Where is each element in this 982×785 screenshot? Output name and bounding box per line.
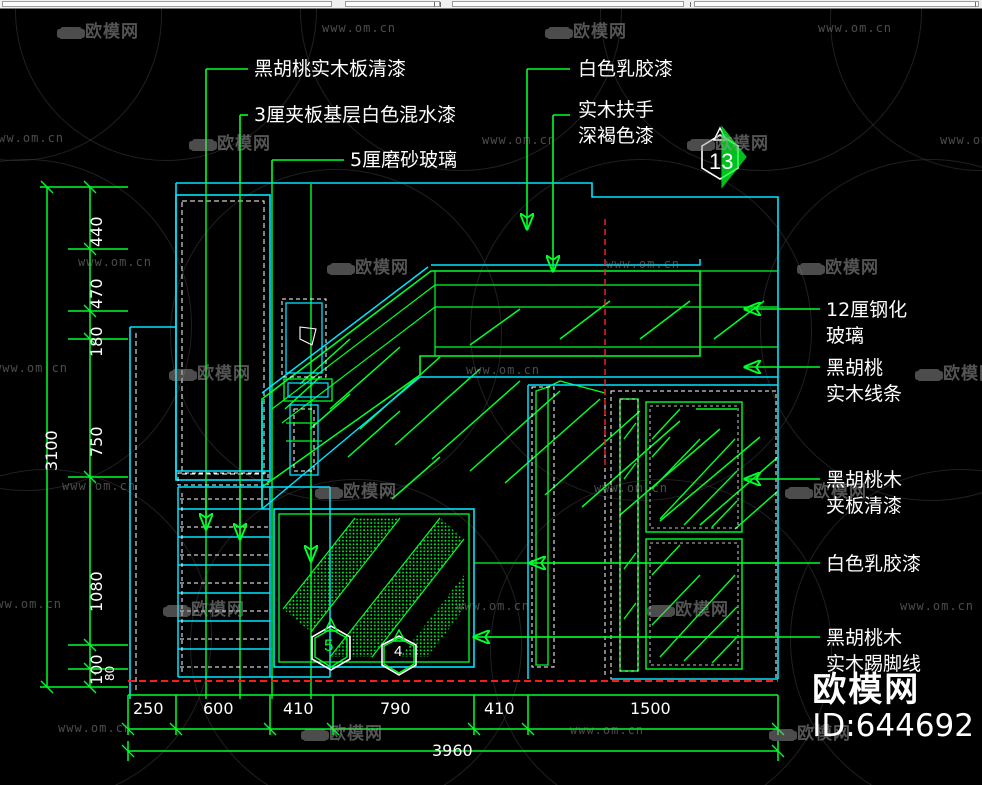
toolbar-tick-c — [690, 2, 691, 7]
dim-v-470: 470 — [87, 278, 106, 309]
annotation-5mm-frosted-glass: 5厘磨砂玻璃 — [350, 149, 458, 171]
dim-v-440: 440 — [87, 216, 106, 247]
toolbar-tick-d — [975, 2, 976, 7]
logo-id: ID:644692 — [812, 708, 974, 744]
dim-h-1500: 1500 — [630, 699, 671, 718]
toolbar-tick-b — [440, 2, 441, 7]
watermark-logo-block: 欧模网 ID:644692 — [812, 671, 974, 743]
cad-geometry — [40, 68, 820, 761]
annotation-white-latex-right: 白色乳胶漆 — [826, 553, 922, 575]
dim-v-180: 180 — [87, 326, 106, 357]
drawing-canvas[interactable]: 欧模网 www.om.cn 欧模网 www.om.cn www.om.cn 欧模… — [0, 9, 982, 785]
toolbar-segment-1[interactable] — [2, 1, 332, 7]
annotation-handrail-dark-brown: 实木扶手 深褐色漆 — [578, 99, 655, 147]
toolbar-segment-3[interactable] — [452, 1, 684, 7]
dim-h-410: 410 — [283, 699, 314, 718]
dim-v-750: 750 — [87, 426, 106, 457]
dim-h-600: 600 — [203, 699, 234, 718]
toolbar-segment-4[interactable] — [694, 1, 979, 7]
dim-v-1080: 1080 — [87, 571, 106, 612]
dim-h-250: 250 — [133, 699, 164, 718]
annotation-walnut-moulding: 黑胡桃 实木线条 — [826, 357, 903, 405]
toolbar-segment-2[interactable] — [345, 1, 440, 7]
annotation-3mm-ply-white: 3厘夹板基层白色混水漆 — [254, 104, 457, 126]
annotation-white-latex-top: 白色乳胶漆 — [578, 58, 674, 80]
dim-h-790: 790 — [380, 699, 411, 718]
detail-marker-lower-left[interactable]: 5 — [324, 636, 334, 655]
dim-v-80: 80 — [103, 665, 117, 681]
logo-brand: 欧模网 — [812, 671, 921, 709]
detail-marker-lower-right[interactable]: 4 — [394, 643, 403, 660]
annotation-walnut-solid-clear: 黑胡桃实木板清漆 — [254, 58, 407, 80]
detail-marker-13[interactable]: 13 — [709, 149, 734, 174]
window-toolbar-strip[interactable] — [0, 0, 982, 9]
annotation-walnut-ply-clear: 黑胡桃木 夹板清漆 — [826, 469, 903, 517]
toolbar-tick-a — [434, 2, 435, 7]
annotation-12mm-tempered-glass: 12厘钢化 玻璃 — [826, 299, 908, 347]
dim-v-total-3100: 3100 — [42, 430, 61, 471]
dim-h-total-3960: 3960 — [432, 741, 473, 760]
annotation-walnut-skirting: 黑胡桃木 实木踢脚线 — [826, 627, 922, 675]
dim-h-410b: 410 — [484, 699, 515, 718]
